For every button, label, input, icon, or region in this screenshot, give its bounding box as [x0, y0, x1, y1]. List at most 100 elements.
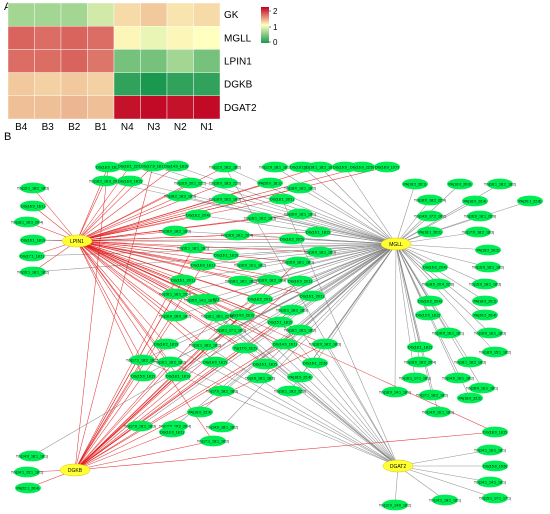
- lipid-node[interactable]: [425, 278, 451, 290]
- lipid-node[interactable]: [162, 310, 188, 322]
- lipid-node[interactable]: [180, 242, 206, 254]
- lipid-node[interactable]: [305, 226, 331, 238]
- lipid-node[interactable]: [167, 190, 193, 202]
- lipid-node[interactable]: [287, 324, 313, 336]
- lipid-node[interactable]: [432, 494, 458, 506]
- lipid-node[interactable]: [117, 175, 143, 187]
- lipid-node[interactable]: [415, 309, 441, 321]
- lipid-node[interactable]: [299, 290, 325, 302]
- lipid-node[interactable]: [382, 386, 408, 398]
- lipid-node[interactable]: [170, 274, 196, 286]
- lipid-node[interactable]: [307, 246, 333, 258]
- lipid-node[interactable]: [20, 182, 46, 194]
- lipid-node[interactable]: [217, 324, 243, 336]
- gene-hub-node[interactable]: [61, 234, 93, 248]
- lipid-node[interactable]: [475, 261, 501, 273]
- lipid-node[interactable]: [200, 435, 226, 447]
- lipid-node[interactable]: [312, 338, 338, 350]
- lipid-node[interactable]: [482, 426, 508, 438]
- lipid-node[interactable]: [20, 200, 46, 212]
- lipid-node[interactable]: [190, 259, 216, 271]
- lipid-node[interactable]: [192, 339, 218, 351]
- lipid-node[interactable]: [117, 160, 143, 172]
- lipid-node[interactable]: [232, 342, 258, 354]
- lipid-node[interactable]: [209, 421, 235, 433]
- lipid-node[interactable]: [187, 294, 213, 306]
- lipid-node[interactable]: [472, 295, 498, 307]
- lipid-node[interactable]: [162, 288, 188, 300]
- lipid-node[interactable]: [14, 216, 40, 228]
- lipid-node[interactable]: [417, 210, 443, 222]
- lipid-node[interactable]: [287, 371, 313, 383]
- lipid-node[interactable]: [447, 178, 473, 190]
- lipid-node[interactable]: [162, 225, 188, 237]
- lipid-node[interactable]: [130, 370, 156, 382]
- lipid-node[interactable]: [472, 309, 498, 321]
- lipid-node[interactable]: [229, 309, 255, 321]
- lipid-node[interactable]: [157, 356, 183, 368]
- lipid-node[interactable]: [472, 278, 498, 290]
- lipid-node[interactable]: [228, 275, 254, 287]
- lipid-node[interactable]: [185, 209, 211, 221]
- lipid-node[interactable]: [140, 160, 166, 172]
- lipid-node[interactable]: [517, 195, 543, 207]
- lipid-node[interactable]: [159, 426, 185, 438]
- lipid-node[interactable]: [237, 259, 263, 271]
- lipid-node[interactable]: [287, 182, 313, 194]
- lipid-node[interactable]: [445, 372, 471, 384]
- lipid-node[interactable]: [247, 293, 273, 305]
- lipid-node[interactable]: [19, 450, 45, 462]
- lipid-node[interactable]: [212, 177, 238, 189]
- lipid-node[interactable]: [15, 482, 41, 494]
- lipid-node[interactable]: [482, 346, 508, 358]
- lipid-node[interactable]: [127, 420, 153, 432]
- lipid-node[interactable]: [302, 357, 328, 369]
- lipid-node[interactable]: [402, 372, 428, 384]
- lipid-node[interactable]: [212, 193, 238, 205]
- lipid-node[interactable]: [402, 178, 428, 190]
- lipid-node[interactable]: [469, 382, 495, 394]
- lipid-node[interactable]: [212, 161, 238, 173]
- lipid-node[interactable]: [209, 385, 235, 397]
- lipid-node[interactable]: [285, 256, 311, 268]
- lipid-node[interactable]: [457, 392, 483, 404]
- lipid-node[interactable]: [482, 492, 508, 504]
- lipid-node[interactable]: [20, 234, 46, 246]
- lipid-node[interactable]: [177, 177, 203, 189]
- lipid-node[interactable]: [92, 175, 118, 187]
- lipid-node[interactable]: [279, 233, 305, 245]
- lipid-node[interactable]: [204, 310, 230, 322]
- lipid-node[interactable]: [477, 444, 503, 456]
- lipid-node[interactable]: [224, 229, 250, 241]
- gene-hub-node[interactable]: [59, 463, 91, 477]
- lipid-node[interactable]: [435, 327, 461, 339]
- lipid-node[interactable]: [252, 358, 278, 370]
- lipid-node[interactable]: [287, 208, 313, 220]
- lipid-node[interactable]: [277, 385, 303, 397]
- lipid-node[interactable]: [457, 356, 483, 368]
- lipid-node[interactable]: [417, 194, 443, 206]
- lipid-node[interactable]: [417, 295, 443, 307]
- lipid-node[interactable]: [247, 212, 273, 224]
- lipid-node[interactable]: [202, 356, 228, 368]
- lipid-node[interactable]: [213, 249, 239, 261]
- lipid-node[interactable]: [279, 304, 305, 316]
- lipid-node[interactable]: [257, 177, 283, 189]
- lipid-node[interactable]: [465, 226, 491, 238]
- lipid-node[interactable]: [425, 406, 451, 418]
- lipid-node[interactable]: [407, 356, 433, 368]
- lipid-node[interactable]: [95, 161, 121, 173]
- lipid-node[interactable]: [129, 354, 155, 366]
- lipid-node[interactable]: [467, 210, 493, 222]
- lipid-node[interactable]: [289, 161, 315, 173]
- lipid-node[interactable]: [349, 161, 375, 173]
- lipid-node[interactable]: [487, 178, 513, 190]
- lipid-node[interactable]: [419, 389, 445, 401]
- lipid-node[interactable]: [462, 195, 488, 207]
- lipid-node[interactable]: [262, 161, 288, 173]
- lipid-node[interactable]: [272, 338, 298, 350]
- gene-hub-node[interactable]: [380, 237, 412, 251]
- lipid-node[interactable]: [165, 370, 191, 382]
- lipid-node[interactable]: [163, 160, 189, 172]
- lipid-node[interactable]: [267, 316, 293, 328]
